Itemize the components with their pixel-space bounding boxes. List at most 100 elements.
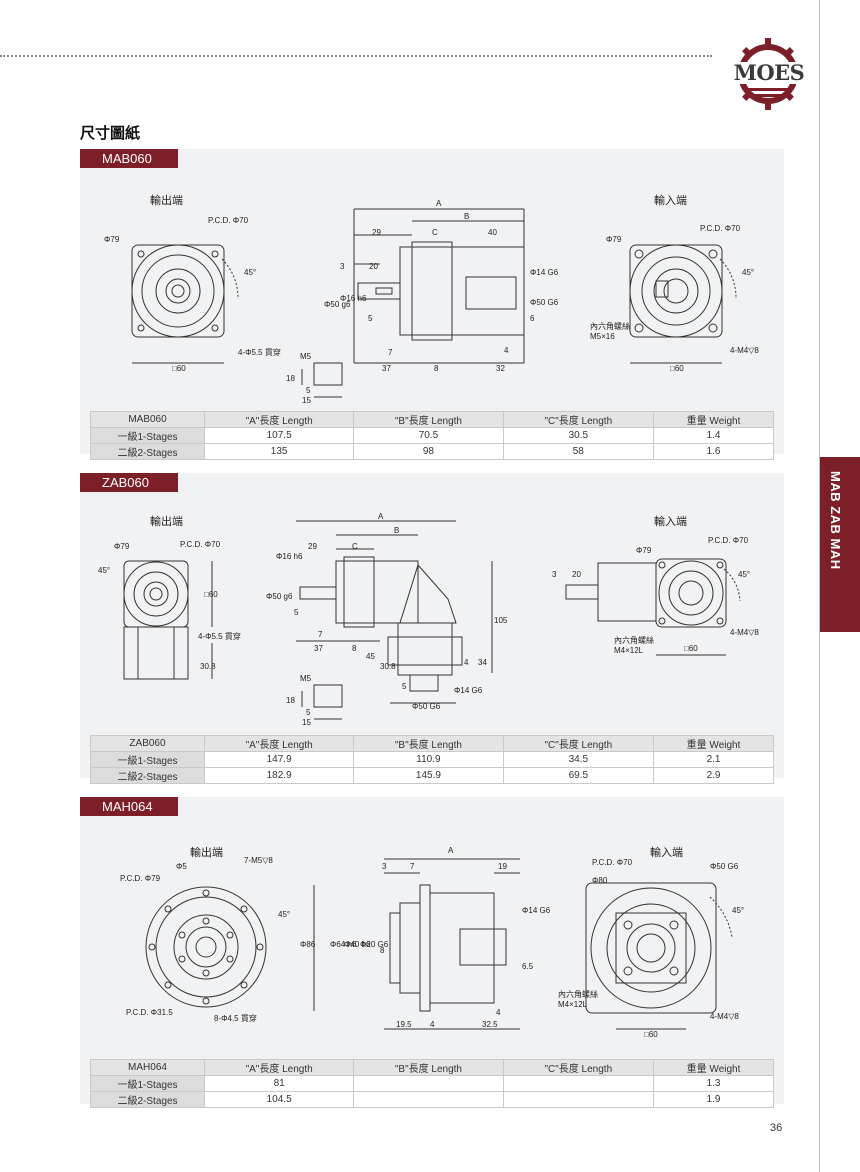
dim-label: A [448,846,454,855]
spec-table-zab060: ZAB060"A"長度 Length"B"長度 Length"C"長度 Leng… [90,735,774,784]
table-header: 重量 Weight [653,411,774,428]
dim-label: Φ16 h6 [340,294,367,303]
mab060-drawing: Φ79 P.C.D. Φ70 45° 4-Φ5.5 貫穿 □60 A B C 2… [104,199,759,405]
table-cell: 2.1 [653,751,774,768]
dim-label: 40 [488,228,497,237]
dim-label: Φ14 G6 [454,686,483,695]
page-edge-rule [819,0,820,1172]
table-header: MAB060 [90,411,205,428]
moes-gear-logo-icon [730,38,806,110]
side-tab-label: MAB ZAB MAH [828,471,843,570]
section-mab060: MAB060 輸出端 輸入端 [80,149,784,460]
dim-label: M4×12L [558,1000,588,1009]
table-cell: 69.5 [502,767,655,784]
dim-label: Φ50 G6 [710,862,739,871]
dim-label: P.C.D. Φ70 [592,858,633,867]
section-tab[interactable]: MAH064 [80,797,178,816]
table-cell: 二級2-Stages [90,443,205,460]
dim-label: Φ50 g6 [324,300,351,309]
dim-label: 4-M4▽8 [730,346,759,355]
dim-label: 37 [314,644,323,653]
dim-label: 內六角螺絲 [558,989,598,999]
dim-label: □60 [204,590,218,599]
dim-label: C [432,228,438,237]
dim-label: 15 [302,718,311,727]
dim-label: Φ14 G6 [522,906,551,915]
dim-label: P.C.D. Φ70 [208,216,249,225]
dim-label: 8-Φ4.5 貫穿 [214,1013,257,1023]
table-header: 重量 Weight [653,1059,774,1076]
dim-label: □60 [670,364,684,373]
dim-label: 4 [504,346,509,355]
dim-label: Φ79 [636,546,652,555]
table-cell: 1.3 [653,1075,774,1092]
spec-table-mah064: MAH064"A"長度 Length"B"長度 Length"C"長度 Leng… [90,1059,774,1108]
table-cell [502,1091,655,1108]
table-header: ZAB060 [90,735,205,752]
table-header: "C"長度 Length [502,411,655,428]
dim-label: 45° [278,910,290,919]
spec-table-mab060: MAB060"A"長度 Length"B"長度 Length"C"長度 Leng… [90,411,774,460]
table-cell: 1.9 [653,1091,774,1108]
dim-label: 19 [498,862,507,871]
dim-label: Φ79 [606,235,622,244]
dim-label: 7 [410,862,415,871]
dim-label: 105 [494,616,508,625]
table-cell: 81 [203,1075,355,1092]
table-cell: 182.9 [203,767,355,784]
table-header: "A"長度 Length [203,735,355,752]
dim-label: 45° [98,566,110,575]
table-cell: 一級1-Stages [90,1075,205,1092]
dim-label: P.C.D. Φ31.5 [126,1008,173,1017]
dim-label: B [464,212,469,221]
dim-label: 6.5 [522,962,534,971]
section-tab[interactable]: MAB060 [80,149,178,168]
dim-label: 3 [382,862,387,871]
dim-label: P.C.D. Φ79 [120,874,161,883]
dim-label: 4 [496,1008,501,1017]
dim-label: Φ16 h6 [276,552,303,561]
dim-label: B [394,526,399,535]
table-header: "A"長度 Length [203,1059,355,1076]
dim-label: M4×12L [614,646,644,655]
dim-label: 內六角螺絲 [590,321,630,331]
section-mah064: MAH064 輸出端 輸入端 [80,797,784,1108]
table-cell: 110.9 [353,751,504,768]
table-cell: 二級2-Stages [90,767,205,784]
dim-label: 45° [732,906,744,915]
dim-label: 8 [380,946,385,955]
table-cell: 70.5 [353,427,504,444]
dim-label: 20 [572,570,581,579]
dim-label: 15 [302,396,311,405]
table-cell: 98 [353,443,504,460]
dim-label: 4-M4▽8 [730,628,759,637]
dim-label: 8 [352,644,357,653]
dim-label: 45 [366,652,375,661]
table-header: "C"長度 Length [502,1059,655,1076]
dim-label: 5 [402,682,407,691]
dim-label: 19.5 [396,1020,412,1029]
dim-label: 7 [318,630,323,639]
table-cell: 一級1-Stages [90,427,205,444]
dim-label: P.C.D. Φ70 [708,536,749,545]
table-header: "A"長度 Length [203,411,355,428]
dim-label: 45° [742,268,754,277]
dim-label: 7 [388,348,393,357]
section-tab[interactable]: ZAB060 [80,473,178,492]
dim-label: 30.8 [380,662,396,671]
dim-label: □60 [684,644,698,653]
output-end-label: 輸出端 [190,846,223,859]
table-cell: 二級2-Stages [90,1091,205,1108]
mah064-drawing: Φ5 7-M5▽8 P.C.D. Φ79 45° P.C.D. Φ31.5 8-… [120,846,744,1039]
dim-label: 8 [434,364,439,373]
dim-label: A [436,199,442,208]
dim-label: 32 [496,364,505,373]
side-category-tab[interactable]: MAB ZAB MAH [820,457,860,632]
dim-label: C [352,542,358,551]
dim-label: 5 [294,608,299,617]
dim-label: Φ50 G6 [412,702,441,711]
input-end-label: 輸入端 [654,515,687,528]
dim-label: 20 [369,262,378,271]
dim-label: 4 [430,1020,435,1029]
